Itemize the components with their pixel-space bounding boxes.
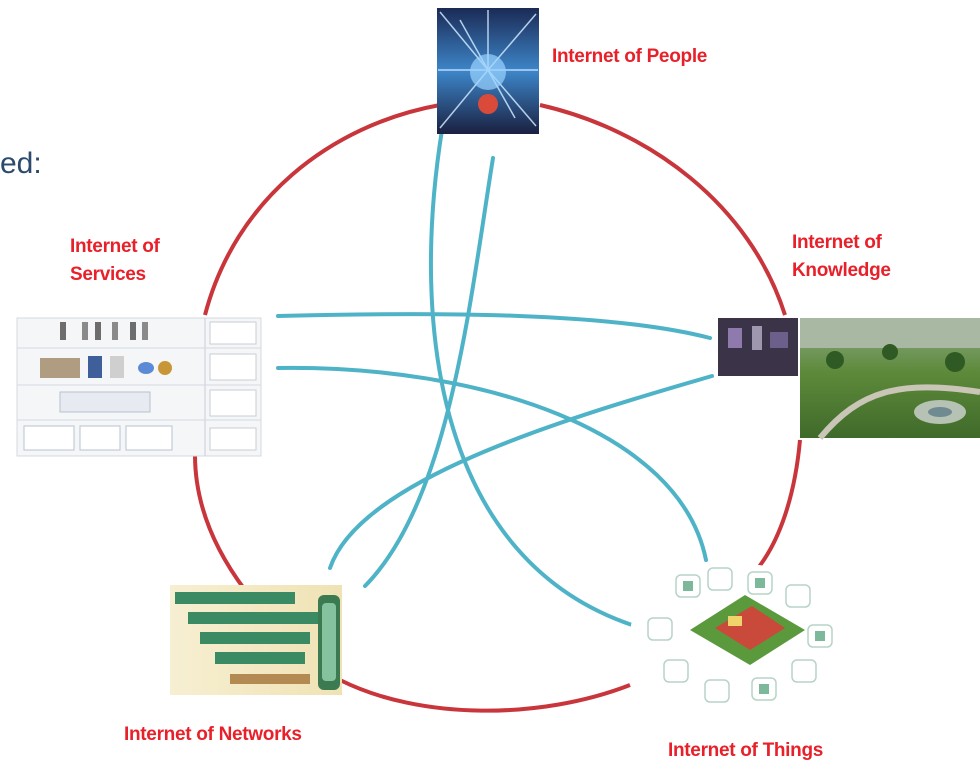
label-internet-of-services-line2: Services xyxy=(70,264,146,285)
label-internet-of-knowledge-line2: Knowledge xyxy=(792,260,891,281)
networks-image xyxy=(170,585,342,695)
link-services-things xyxy=(276,365,708,562)
label-internet-of-networks: Internet of Networks xyxy=(124,724,302,745)
links xyxy=(276,128,714,627)
ring-arc-people-knowledge xyxy=(539,103,787,316)
ring-arc-services-networks xyxy=(193,454,247,592)
people-image xyxy=(437,8,539,134)
ring-arc-knowledge-things xyxy=(756,439,802,570)
services-image xyxy=(16,317,262,457)
label-internet-of-knowledge-line1: Internet of xyxy=(792,232,882,253)
link-people-things xyxy=(428,128,634,627)
label-internet-of-people: Internet of People xyxy=(552,46,708,67)
ring-arc-networks-things xyxy=(339,678,631,713)
partial-text: ed: xyxy=(0,147,42,180)
ring xyxy=(193,103,802,713)
knowledge-image xyxy=(718,318,980,440)
label-internet-of-things: Internet of Things xyxy=(668,740,824,761)
link-networks-knowledge xyxy=(328,374,714,570)
ring-arc-people-services xyxy=(203,103,441,316)
things-image xyxy=(630,563,840,707)
link-services-knowledge xyxy=(276,312,712,340)
link-people-networks xyxy=(363,156,495,588)
label-internet-of-services-line1: Internet of xyxy=(70,236,160,257)
